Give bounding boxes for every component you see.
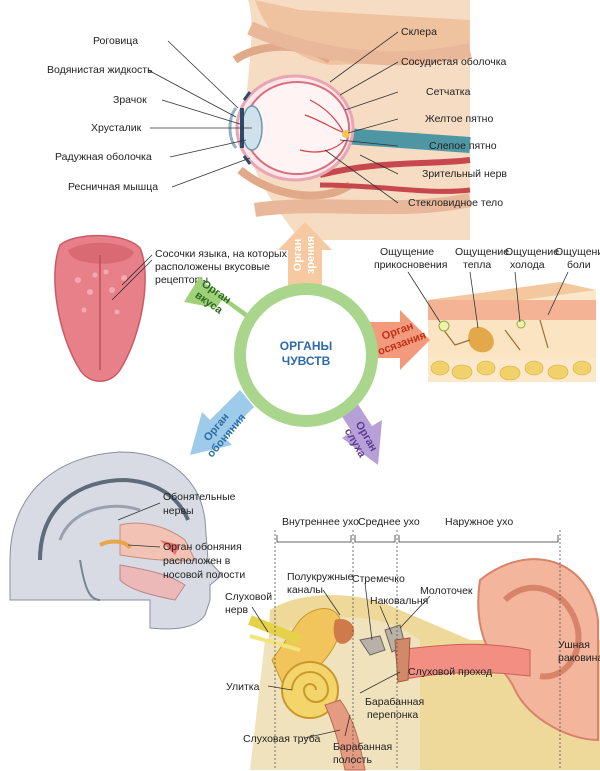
skin-illustration: [428, 282, 596, 382]
label-retina: Сетчатка: [426, 86, 471, 98]
label-middle-ear: Среднее ухо: [358, 516, 420, 528]
label-sclera: Склера: [401, 26, 437, 38]
svg-text:Ощущение: Ощущение: [455, 246, 509, 258]
ear-labels: Внутреннее ухо Среднее ухо Наружное ухо …: [225, 516, 600, 766]
label-cornea: Роговица: [93, 35, 138, 47]
center-title-2: ЧУВСТВ: [282, 354, 331, 368]
svg-text:нервы: нервы: [163, 505, 194, 517]
svg-text:тепла: тепла: [463, 259, 491, 271]
svg-text:Слуховой: Слуховой: [225, 591, 272, 603]
label-macula: Желтое пятно: [425, 113, 493, 125]
label-ciliary-muscle: Ресничная мышца: [68, 181, 158, 193]
hub: [184, 222, 430, 465]
arrow-taste: [184, 276, 262, 330]
arrow-vision-label-1: Орган: [292, 239, 304, 272]
svg-text:Сосочки языка, на которых: Сосочки языка, на которых: [155, 248, 288, 260]
svg-text:Ушная: Ушная: [558, 639, 590, 651]
arrow-smell: [190, 390, 254, 455]
label-choroid: Сосудистая оболочка: [401, 56, 507, 68]
svg-text:Ощущение: Ощущение: [505, 246, 559, 258]
label-pupil: Зрачок: [113, 94, 147, 106]
label-optic-nerve: Зрительный нерв: [422, 168, 507, 180]
eye-leader-lines: [147, 31, 399, 204]
svg-text:носовой полости: носовой полости: [163, 569, 245, 581]
eye-labels-right: Склера Сосудистая оболочка Сетчатка Желт…: [401, 26, 507, 209]
nose-labels: Обонятельные нервы Орган обоняния распол…: [163, 491, 245, 581]
eye-illustration: [228, 0, 472, 240]
svg-text:холода: холода: [510, 259, 545, 271]
label-aqueous-humor: Водянистая жидкость: [47, 64, 153, 76]
label-inner-ear: Внутреннее ухо: [282, 516, 359, 528]
arrow-vision-label-2: зрения: [305, 236, 317, 274]
head-illustration: [9, 451, 223, 630]
svg-text:прикосновения: прикосновения: [374, 259, 447, 271]
arrow-vision: [278, 222, 332, 300]
label-lens: Хрусталик: [91, 122, 142, 134]
svg-text:каналы: каналы: [287, 584, 323, 596]
label-vitreous-body: Стекловидное тело: [408, 197, 503, 209]
svg-text:Ощущение: Ощущение: [380, 246, 434, 258]
label-eustachian-tube: Слуховая труба: [243, 733, 321, 745]
svg-text:Барабанная: Барабанная: [333, 741, 392, 753]
svg-text:рецепторы: рецепторы: [155, 274, 208, 286]
center-title-1: ОРГАНЫ: [280, 339, 332, 353]
svg-text:Барабанная: Барабанная: [365, 696, 424, 708]
label-ear-canal: Слуховой проход: [408, 666, 492, 678]
label-anvil: Наковальня: [370, 595, 428, 607]
label-stirrup: Стремечко: [352, 573, 405, 585]
svg-text:нерв: нерв: [225, 604, 248, 616]
tongue-label: Сосочки языка, на которых расположены вк…: [155, 248, 288, 286]
svg-text:Орган обоняния: Орган обоняния: [163, 541, 242, 553]
svg-text:расположен в: расположен в: [163, 555, 231, 567]
svg-text:Полукружные: Полукружные: [287, 571, 354, 583]
hub-circle: [246, 295, 366, 415]
eye-labels-left: Роговица Водянистая жидкость Зрачок Хрус…: [47, 35, 158, 193]
label-hammer: Молоточек: [420, 585, 473, 597]
label-outer-ear: Наружное ухо: [445, 516, 513, 528]
skin-labels: Ощущение прикосновения Ощущение тепла Ощ…: [374, 246, 600, 271]
label-blind-spot: Слепое пятно: [429, 140, 497, 152]
svg-text:боли: боли: [567, 259, 591, 271]
tongue-illustration: [54, 234, 146, 382]
svg-text:расположены вкусовые: расположены вкусовые: [155, 261, 270, 273]
label-iris: Радужная оболочка: [55, 151, 152, 163]
svg-text:Ощущение: Ощущение: [555, 246, 600, 258]
svg-text:полость: полость: [333, 754, 372, 766]
svg-text:перепонка: перепонка: [367, 709, 418, 721]
svg-text:раковина: раковина: [558, 652, 600, 664]
svg-text:Обонятельные: Обонятельные: [163, 491, 236, 503]
label-cochlea: Улитка: [226, 681, 260, 693]
